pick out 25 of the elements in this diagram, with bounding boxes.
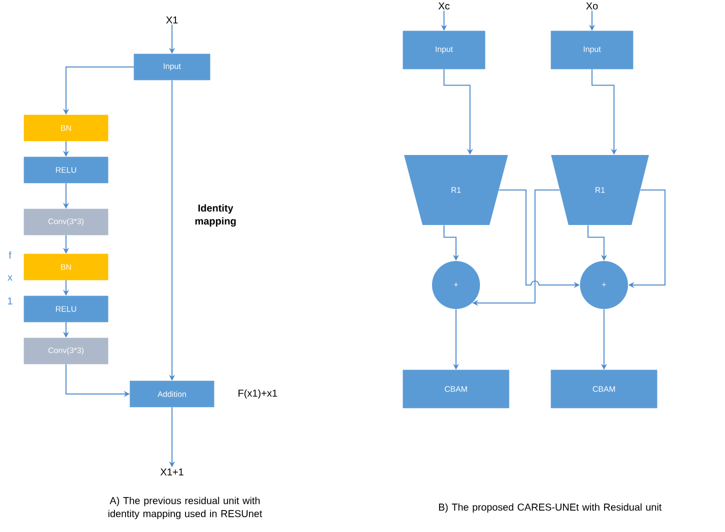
process-box: BN	[24, 114, 108, 142]
process-box: RELU	[24, 296, 108, 322]
process-box: Input	[134, 54, 210, 80]
edge-label: Identity mapping	[195, 204, 236, 227]
input-label: X1+1	[160, 468, 184, 476]
process-box: Conv(3*3)	[24, 208, 108, 236]
process-box: Addition	[130, 380, 214, 408]
trapezoid-block: R1	[404, 155, 508, 225]
trapezoid-block: R1	[551, 155, 649, 225]
side-letter: 1	[8, 298, 12, 304]
caption: B) The proposed CARES-UNEt with Residual unit	[439, 503, 662, 513]
input-label: Xc	[438, 2, 450, 10]
input-label: X1	[166, 16, 178, 24]
process-box: Input	[550, 30, 634, 70]
beside-text: F(x1)+x1	[238, 389, 277, 399]
process-box: Input	[402, 30, 486, 70]
process-box: BN	[24, 254, 108, 280]
side-letter: f	[8, 251, 12, 259]
side-letter: x	[8, 275, 12, 281]
input-label: Xo	[586, 2, 598, 10]
process-box: Conv(3*3)	[24, 338, 108, 364]
caption: A) The previous residual unit with identity mapping used in RESUnet	[108, 496, 262, 520]
process-box: CBAM	[550, 370, 658, 408]
process-box: RELU	[24, 156, 108, 184]
process-box: CBAM	[402, 370, 510, 408]
